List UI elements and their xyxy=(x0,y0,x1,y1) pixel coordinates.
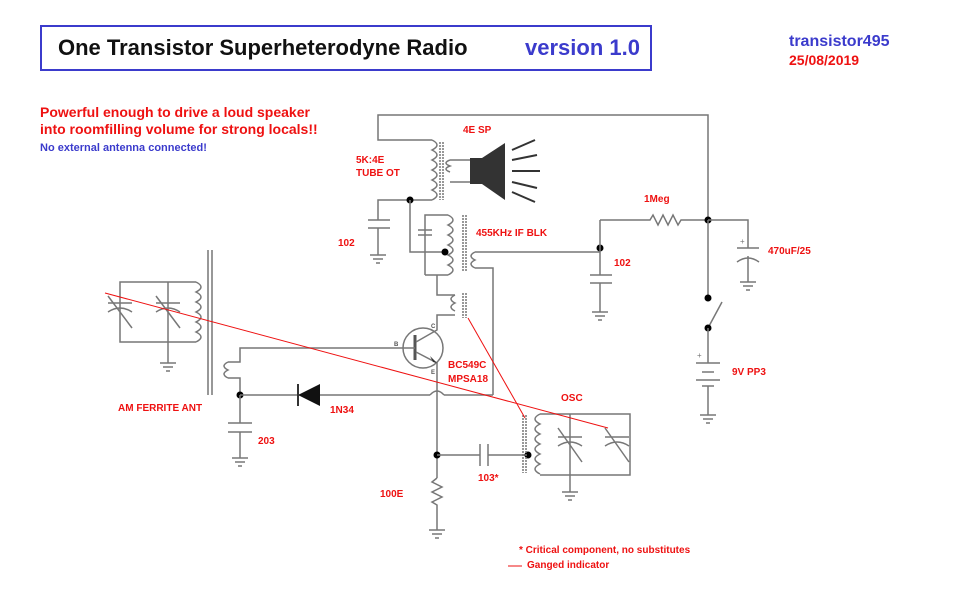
label-pin-e: E xyxy=(431,370,436,376)
label-if-block: 455KHz IF BLK xyxy=(476,228,548,239)
label-ot-type: TUBE OT xyxy=(356,168,400,179)
svg-text:+: + xyxy=(697,351,702,360)
junction-dot xyxy=(524,451,532,459)
label-transistor-1: BC549C xyxy=(448,360,487,371)
ganged-line-main xyxy=(104,292,609,429)
legend-critical: * Critical component, no substitutes xyxy=(519,545,691,556)
wire-top xyxy=(377,114,709,220)
label-cap-102-left: 102 xyxy=(338,238,355,249)
label-oscillator: OSC xyxy=(561,393,583,404)
description-note: Powerful enough to drive a loud speaker … xyxy=(40,104,318,138)
label-antenna: AM FERRITE ANT xyxy=(118,403,203,414)
description-line-2: into roomfilling volume for strong local… xyxy=(40,121,318,137)
capacitor-102-left xyxy=(368,199,410,264)
speaker-icon xyxy=(470,139,540,203)
oscillator-coil xyxy=(522,413,631,501)
date-label: 25/08/2019 xyxy=(789,52,860,68)
svg-text:+: + xyxy=(740,237,745,246)
transistor-symbol xyxy=(228,325,444,390)
label-resistor-100e: 100E xyxy=(380,489,404,500)
capacitor-103 xyxy=(437,444,528,466)
label-battery: 9V PP3 xyxy=(732,367,766,378)
capacitor-470uf: + xyxy=(708,219,760,291)
output-transformer xyxy=(410,139,472,201)
capacitor-203 xyxy=(228,395,252,467)
capacitor-102-right xyxy=(590,220,612,321)
junction-dot xyxy=(441,248,449,256)
wire xyxy=(409,200,445,253)
label-ot-ratio: 5K:4E xyxy=(356,155,385,166)
power-switch[interactable] xyxy=(704,220,723,332)
ganged-line-osc xyxy=(467,317,526,419)
resistor-1meg xyxy=(600,213,708,227)
author-label: transistor495 xyxy=(789,33,890,50)
resistor-100e xyxy=(429,477,445,539)
antenna-note: No external antenna connected! xyxy=(40,142,207,154)
label-diode: 1N34 xyxy=(330,405,354,416)
label-pin-c: C xyxy=(431,324,436,330)
title-box: One Transistor Superheterodyne Radio ver… xyxy=(40,25,652,71)
if-transformer xyxy=(418,214,600,395)
version-label: version 1.0 xyxy=(525,35,640,60)
page-title: One Transistor Superheterodyne Radio xyxy=(58,35,468,60)
ferrite-antenna xyxy=(107,250,241,395)
label-cap-470: 470uF/25 xyxy=(768,246,811,257)
label-resistor-1meg: 1Meg xyxy=(644,194,670,205)
label-speaker: 4E SP xyxy=(463,125,492,136)
label-cap-103: 103* xyxy=(478,473,499,484)
battery-9v: + xyxy=(696,328,720,424)
legend-ganged: Ganged indicator xyxy=(527,560,610,571)
label-transistor-2: MPSA18 xyxy=(448,374,489,385)
label-pin-b: B xyxy=(394,342,399,348)
description-line-1: Powerful enough to drive a loud speaker xyxy=(40,104,310,120)
label-cap-203: 203 xyxy=(258,436,275,447)
label-cap-102-right: 102 xyxy=(614,258,631,269)
